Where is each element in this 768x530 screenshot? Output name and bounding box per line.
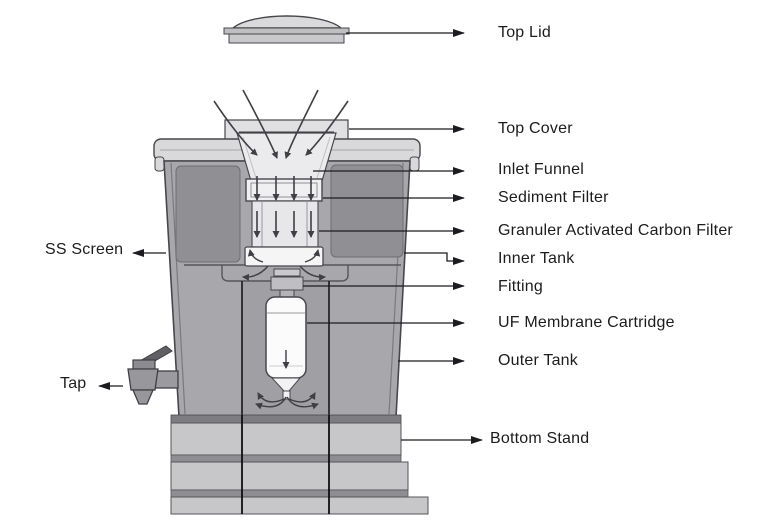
label-outer-tank: Outer Tank — [498, 352, 578, 369]
label-uf-cartridge: UF Membrane Cartridge — [498, 314, 675, 331]
top-lid-part — [223, 15, 350, 44]
label-inlet-funnel: Inlet Funnel — [498, 161, 585, 178]
water-flow-arrows — [213, 89, 349, 410]
carbon-filter-part — [251, 200, 319, 248]
bottom-stand-part — [170, 414, 429, 515]
fitting-part — [270, 268, 304, 298]
tap-part — [127, 345, 179, 405]
label-top-lid: Top Lid — [498, 24, 551, 41]
leader-lines — [98, 29, 483, 444]
label-inner-tank: Inner Tank — [498, 250, 575, 267]
label-top-cover: Top Cover — [498, 120, 573, 137]
ss-screen-part — [244, 246, 324, 267]
inner-tank-panels — [175, 164, 404, 263]
label-ss-screen: SS Screen — [45, 241, 124, 258]
label-tap: Tap — [60, 375, 87, 392]
label-fitting: Fitting — [498, 278, 543, 295]
leader-inner-tank — [404, 252, 465, 265]
label-bottom-stand: Bottom Stand — [490, 430, 590, 447]
label-gac-filter: Granuler Activated Carbon Filter — [498, 222, 733, 239]
label-sediment-filter: Sediment Filter — [498, 189, 609, 206]
uf-cartridge-part — [265, 296, 307, 400]
sediment-filter-part — [245, 178, 323, 202]
